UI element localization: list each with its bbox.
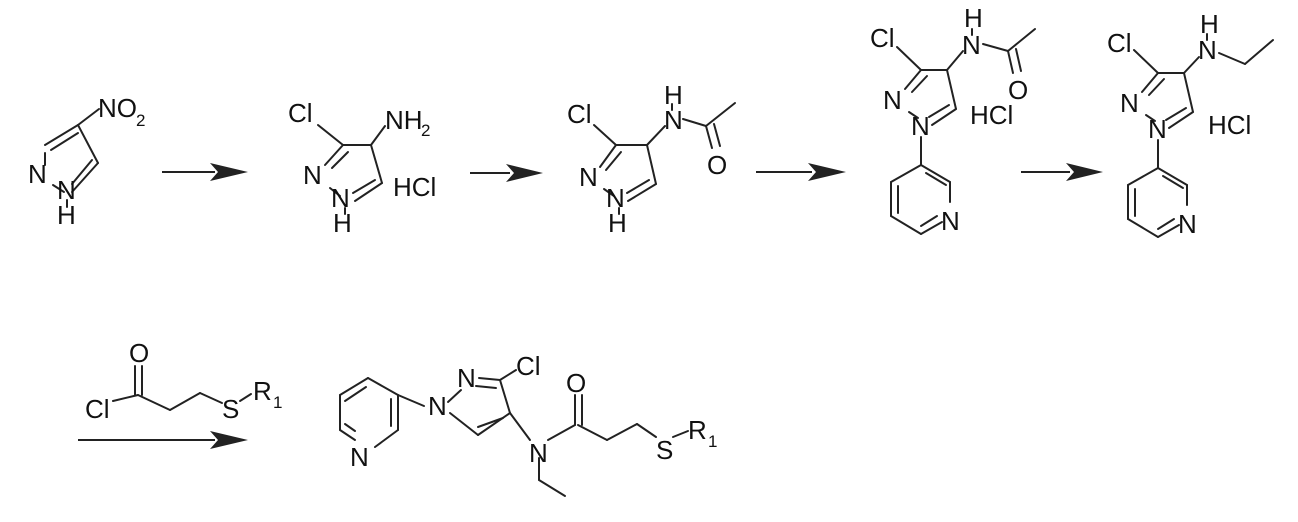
- product-ring-n2: N: [457, 363, 476, 393]
- compound2-amine-label: NH: [385, 105, 423, 135]
- compound-pyridyl-ethylamine-hcl: Cl H N N N N HCl: [1107, 9, 1274, 239]
- reaction-arrow-3: [756, 163, 846, 181]
- compound3-amide-h: H: [664, 80, 683, 110]
- compound5-hcl-salt: HCl: [1208, 110, 1251, 140]
- product-amide-n: N: [529, 438, 548, 468]
- compound3-carbonyl-o: O: [707, 150, 727, 180]
- compound3-ring-nh-h: H: [608, 208, 627, 238]
- compound1-nitro-subscript: 2: [136, 111, 145, 130]
- compound4-chloro: Cl: [870, 23, 895, 53]
- compound-acetamide-pyrazole: Cl H N O N N H: [567, 80, 736, 238]
- product-ring-n1: N: [428, 391, 447, 421]
- product-bonds: [339, 369, 689, 497]
- compound-pyridyl-acetamide-hcl: Cl H N O N N N HCl: [870, 3, 1036, 236]
- reagent-chloro: Cl: [85, 394, 110, 424]
- compound4-carbonyl-o: O: [1008, 75, 1028, 105]
- compound2-amine-subscript: 2: [421, 121, 430, 140]
- reagent-r-subscript: 1: [273, 393, 282, 412]
- compound-4-nitropyrazole: NO 2 N N H: [28, 93, 145, 230]
- compound5-ring-n2: N: [1120, 88, 1139, 118]
- product-r-group: R: [688, 415, 707, 445]
- compound2-hcl-salt: HCl: [393, 172, 436, 202]
- reagent-bonds: [112, 365, 252, 411]
- compound5-amine-n: N: [1198, 35, 1217, 65]
- compound4-amide-n: N: [962, 30, 981, 60]
- compound2-chloro: Cl: [288, 98, 313, 128]
- compound4-pyridine-n: N: [941, 206, 960, 236]
- reaction-arrow-5: [78, 431, 248, 449]
- compound5-chloro: Cl: [1107, 28, 1132, 58]
- reagent-acyl-chloride: O Cl S R 1: [85, 338, 282, 424]
- product-pyridine-n: N: [350, 442, 369, 472]
- product-chloro: Cl: [516, 351, 541, 381]
- product-r-subscript: 1: [708, 432, 717, 451]
- reagent-carbonyl-o: O: [129, 338, 149, 368]
- compound5-pyridine-n: N: [1178, 209, 1197, 239]
- compound5-bonds: [1127, 33, 1274, 238]
- compound3-chloro: Cl: [567, 99, 592, 129]
- compound1-ring-n2: N: [28, 159, 47, 189]
- compound2-ring-n1: N: [331, 183, 350, 213]
- product-carbonyl-o: O: [566, 368, 586, 398]
- compound2-bonds: [317, 124, 386, 215]
- compound4-amide-h: H: [964, 3, 983, 33]
- compound1-nitro-label: NO: [98, 93, 137, 123]
- compound4-hcl-salt: HCl: [970, 100, 1013, 130]
- reagent-r-group: R: [253, 376, 272, 406]
- compound2-ring-nh-h: H: [333, 208, 352, 238]
- compound1-ring-n1: N: [57, 175, 76, 205]
- compound2-ring-n2: N: [303, 160, 322, 190]
- reaction-arrow-4: [1021, 163, 1103, 181]
- compound4-ring-n2: N: [883, 85, 902, 115]
- compound-final-amide-product: Cl N N N N O S R 1: [339, 351, 717, 497]
- compound3-amide-n: N: [664, 105, 683, 135]
- compound1-bonds: [44, 108, 100, 208]
- compound3-ring-n1: N: [606, 183, 625, 213]
- reaction-arrow-2: [470, 164, 543, 182]
- compound5-amine-h: H: [1200, 9, 1219, 39]
- compound-3-chloro-4-aminopyrazole-hcl: Cl NH 2 N N H HCl: [288, 98, 436, 238]
- reagent-sulfur: S: [222, 394, 239, 424]
- compound1-ring-nh-h: H: [57, 200, 76, 230]
- compound3-bonds: [593, 102, 736, 215]
- compound5-ring-n1: N: [1148, 114, 1167, 144]
- reaction-arrow-1: [162, 163, 248, 181]
- compound4-bonds: [890, 28, 1036, 235]
- compound4-ring-n1: N: [911, 111, 930, 141]
- compound3-ring-n2: N: [579, 162, 598, 192]
- product-sulfur: S: [656, 435, 673, 465]
